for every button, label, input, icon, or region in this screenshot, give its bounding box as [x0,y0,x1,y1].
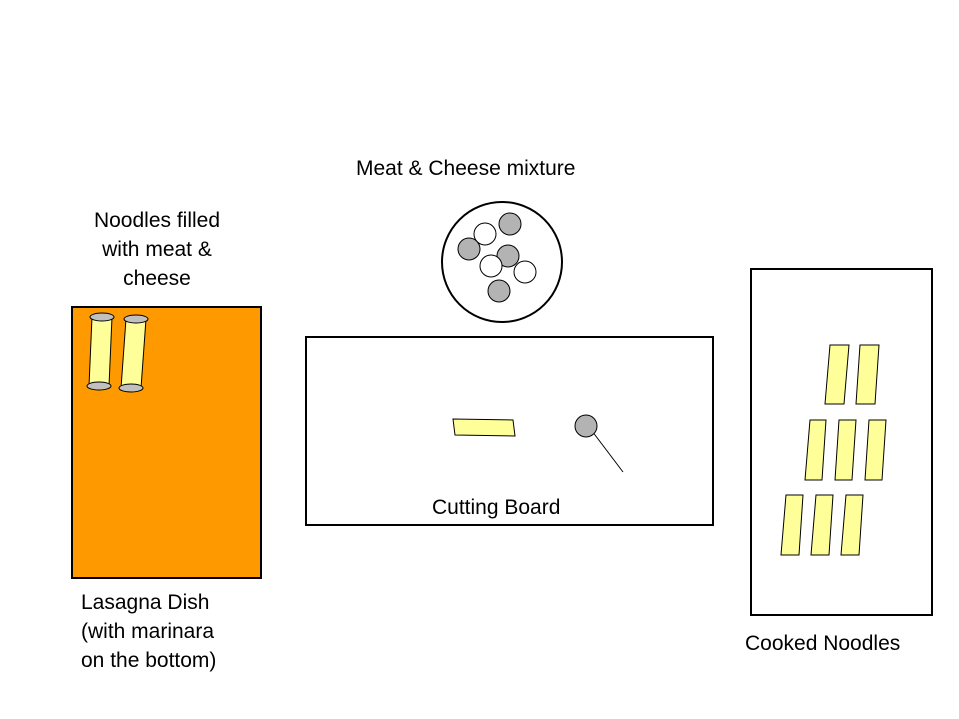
meat-ball [498,212,522,236]
lasagna-dish-label: Lasagna Dish (with marinara on the botto… [81,588,216,675]
cooked-noodle [840,494,864,556]
cooked-noodle [824,344,850,405]
filled-noodles-label: Noodles filled with meat & cheese [57,206,257,293]
filled-noodles-label-line3: cheese [123,267,191,290]
scoop-handle [591,430,624,473]
filled-noodles-label-line1: Noodles filled [93,209,221,232]
cooked-noodle [804,419,827,481]
scoop-ball [574,414,598,438]
meat-ball [496,244,520,268]
cooked-noodle [855,344,880,405]
meat-ball [487,279,511,303]
cooked-noodle [864,419,887,481]
filled-noodle-1 [86,312,115,391]
lasagna-dish-label-line2: (with marinara [81,620,215,643]
filled-noodle-2 [118,314,149,393]
filled-noodles-label-line2: with meat & [102,238,212,261]
cutting-board-label: Cutting Board [432,496,561,519]
cheese-ball [473,222,497,246]
cooked-noodle [834,419,857,481]
lasagna-dish-label-line1: Lasagna Dish [81,591,210,614]
meat-ball [457,237,481,261]
mixture-label: Meat & Cheese mixture [356,157,576,180]
cooked-noodle [810,494,834,556]
cooked-noodle [780,494,804,556]
cooked-noodles-label: Cooked Noodles [745,632,901,655]
lasagna-dish-label-line3: on the bottom) [81,649,217,672]
cheese-ball [479,254,503,278]
cheese-ball [513,260,537,284]
flat-noodle [452,418,516,437]
